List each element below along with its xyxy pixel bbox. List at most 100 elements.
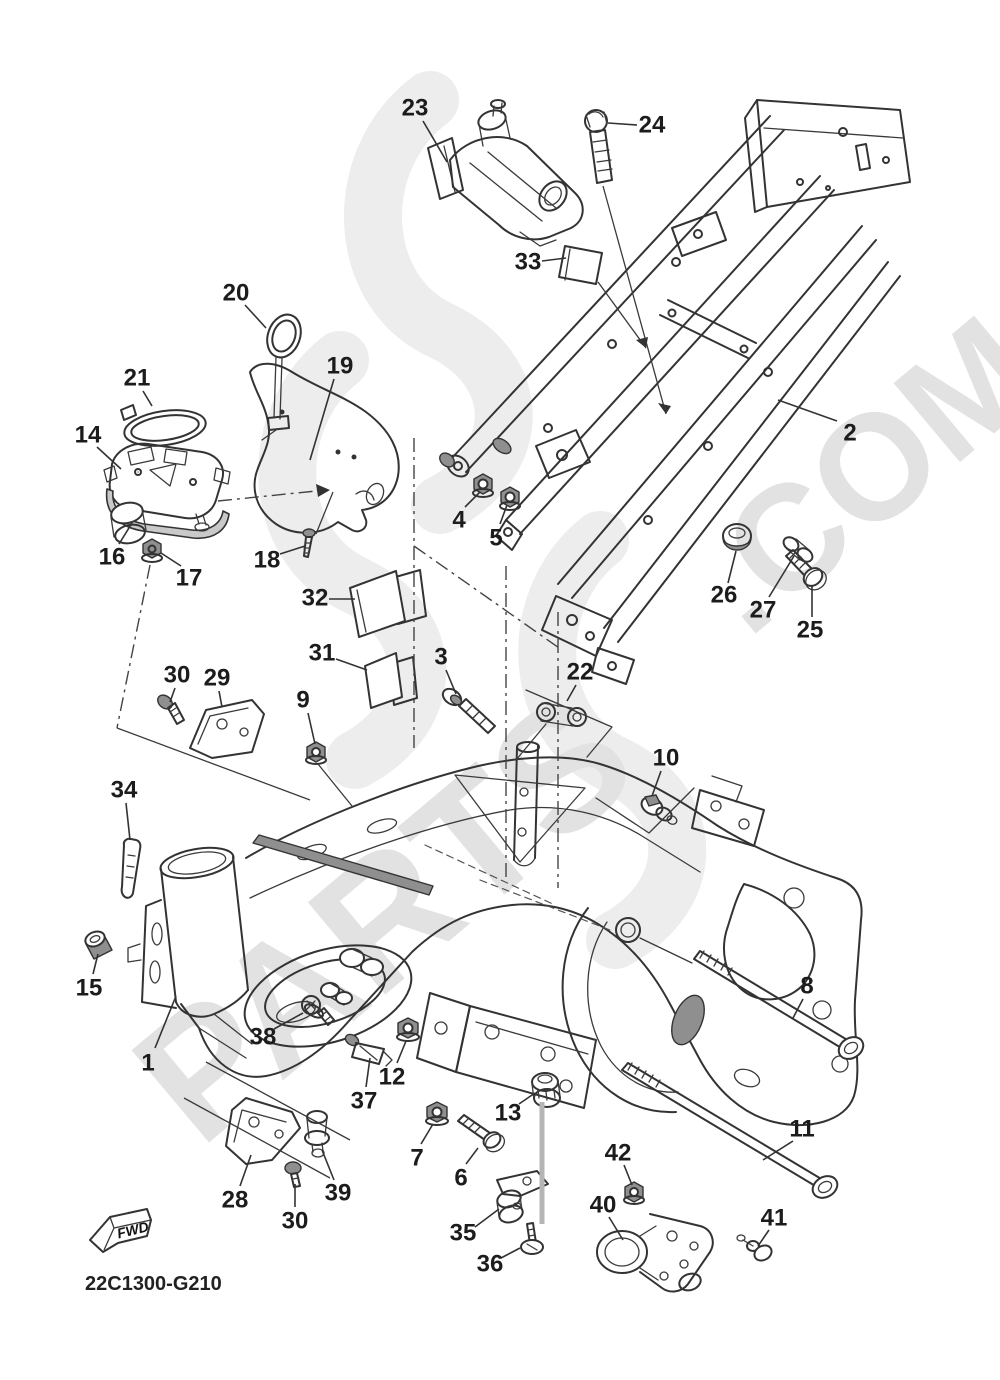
part-callout-23: 23 <box>402 95 429 122</box>
part-callouts: 1234567891011121314151617181920212223242… <box>75 95 857 1278</box>
mid-fasteners <box>305 687 695 834</box>
bolt-24 <box>584 109 613 184</box>
long-bolts-8-11 <box>621 937 865 1199</box>
part-callout-9: 9 <box>296 687 309 714</box>
leader-line-37 <box>365 1057 371 1088</box>
part-callout-30: 30 <box>282 1208 309 1235</box>
leader-line-34 <box>125 802 131 841</box>
plate-33 <box>558 245 603 285</box>
leader-lines <box>92 120 838 1259</box>
part-callout-18: 18 <box>254 547 281 574</box>
part-callout-15: 15 <box>76 975 103 1002</box>
rear-subframe <box>439 99 911 685</box>
plate-29-bolt-30 <box>157 694 265 759</box>
part-callout-36: 36 <box>477 1251 504 1278</box>
fwd-marker: FWD <box>89 1208 152 1253</box>
part-callout-33: 33 <box>515 249 542 276</box>
leader-line-9 <box>307 712 316 745</box>
leader-line-3 <box>445 669 457 695</box>
leader-line-5 <box>499 504 508 525</box>
nuts-4-5 <box>472 473 521 511</box>
part-callout-37: 37 <box>351 1088 378 1115</box>
plate-28-parts <box>225 1097 330 1188</box>
leader-line-27 <box>768 555 795 598</box>
part-callout-40: 40 <box>590 1192 617 1219</box>
leader-line-21 <box>142 390 153 407</box>
part-callout-22: 22 <box>567 659 594 686</box>
part-callout-2: 2 <box>843 420 856 447</box>
part-callout-29: 29 <box>204 665 231 692</box>
main-frame <box>127 741 863 1126</box>
part-callout-16: 16 <box>99 544 126 571</box>
bracket-35-screw-36 <box>496 1170 549 1255</box>
leader-line-24 <box>607 122 638 126</box>
part-callout-24: 24 <box>639 112 666 139</box>
diagram-code: 22C1300-G210 <box>85 1273 222 1295</box>
part-callout-6: 6 <box>454 1165 467 1192</box>
left-small-parts <box>84 837 335 1026</box>
leader-line-2 <box>777 399 838 422</box>
leader-line-18 <box>279 545 306 555</box>
leader-line-30 <box>169 687 176 703</box>
leader-line-15 <box>92 953 99 975</box>
part-callout-27: 27 <box>750 597 777 624</box>
cover-19 <box>249 362 400 534</box>
part-callout-10: 10 <box>653 745 680 772</box>
leader-line-33 <box>541 257 567 262</box>
leader-line-22 <box>566 684 577 702</box>
leader-line-10 <box>651 770 662 797</box>
part-callout-31: 31 <box>309 640 336 667</box>
part-callout-34: 34 <box>111 777 138 804</box>
leader-line-23 <box>422 120 448 163</box>
leader-line-26 <box>727 550 737 584</box>
construction-lines <box>116 185 671 1224</box>
engine-bracket-fasteners <box>344 1017 561 1153</box>
leader-line-17 <box>160 552 182 567</box>
leader-line-6 <box>465 1147 479 1165</box>
leader-line-1 <box>154 995 177 1049</box>
part-callout-19: 19 <box>327 353 354 380</box>
part-callout-39: 39 <box>325 1180 352 1207</box>
leader-line-13 <box>518 1092 536 1105</box>
leader-line-8 <box>792 998 804 1019</box>
part-callout-20: 20 <box>223 280 250 307</box>
leader-line-40 <box>608 1216 624 1241</box>
part-callout-11: 11 <box>789 1116 814 1143</box>
leader-line-36 <box>500 1247 521 1259</box>
leader-line-7 <box>420 1123 434 1145</box>
part-callout-4: 4 <box>452 507 466 534</box>
part-callout-13: 13 <box>495 1100 522 1127</box>
part-callout-12: 12 <box>379 1064 406 1091</box>
leader-line-31 <box>335 658 368 671</box>
leader-line-19 <box>309 378 335 461</box>
leader-line-20 <box>244 304 267 329</box>
gasket-ring-21 <box>120 404 207 447</box>
leader-line-39 <box>321 1149 335 1181</box>
part-callout-14: 14 <box>75 422 102 449</box>
leader-line-42 <box>623 1164 633 1186</box>
leader-line-4 <box>464 491 481 508</box>
sensor-40-parts <box>596 1181 773 1293</box>
leader-line-35 <box>474 1208 500 1228</box>
bracket-23 <box>427 99 584 247</box>
part-callout-3: 3 <box>434 644 447 671</box>
part-callout-17: 17 <box>176 565 203 592</box>
part-callout-28: 28 <box>222 1187 249 1214</box>
parts-26-27-25 <box>722 523 827 591</box>
leader-line-12 <box>396 1040 407 1064</box>
leader-line-16 <box>118 522 133 545</box>
leader-line-41 <box>757 1229 770 1247</box>
part-callout-7: 7 <box>410 1145 423 1172</box>
plates-32-31 <box>349 569 427 709</box>
part-callout-1: 1 <box>141 1050 154 1077</box>
leader-line-11 <box>762 1140 794 1161</box>
leader-line-29 <box>218 690 223 708</box>
part-callout-41: 41 <box>761 1205 788 1232</box>
part-callout-32: 32 <box>302 585 329 612</box>
part-callout-30: 30 <box>164 662 191 689</box>
watermark: PARTS .COM <box>99 71 1000 1179</box>
part-callout-35: 35 <box>450 1220 477 1247</box>
part-callout-8: 8 <box>800 973 813 1000</box>
